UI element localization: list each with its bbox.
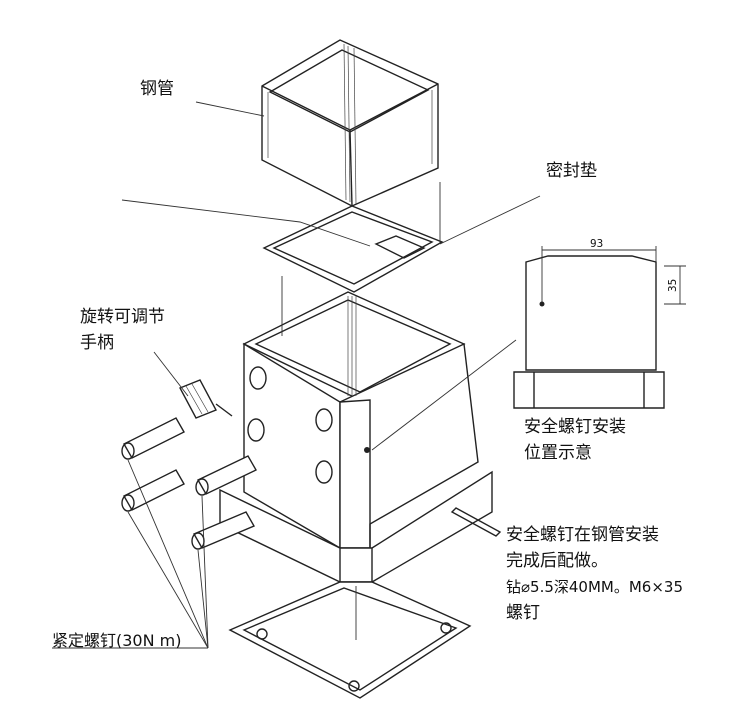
safety-note-line2: 完成后配做。	[506, 551, 608, 571]
handle-drawing	[179, 379, 233, 419]
detail-inset	[513, 246, 686, 409]
handle-label-line1: 旋转可调节	[80, 307, 165, 327]
gasket-drawing	[262, 205, 444, 293]
set-screw-label: 紧定螺钉(30N m)	[52, 631, 182, 650]
steel-pipe-drawing	[261, 39, 439, 207]
base-plate-drawing	[228, 581, 472, 699]
handle-label-line2: 手柄	[80, 333, 114, 353]
steel-pipe-label: 钢管	[140, 79, 174, 99]
dimension-height: 35	[666, 279, 679, 292]
dimension-width: 93	[590, 237, 603, 250]
set-screws-drawing	[121, 417, 502, 550]
base-body-drawing	[219, 291, 493, 583]
safety-note-line4: 螺钉	[506, 603, 540, 623]
gasket-label: 密封垫	[546, 161, 597, 181]
leader-lines	[52, 101, 541, 649]
detail-label-line2: 位置示意	[524, 443, 592, 463]
detail-label-line1: 安全螺钉安装	[524, 417, 626, 437]
safety-note-line1: 安全螺钉在钢管安装	[506, 525, 659, 545]
safety-note-line3: 钻⌀5.5深40MM。M6×35	[506, 578, 683, 596]
